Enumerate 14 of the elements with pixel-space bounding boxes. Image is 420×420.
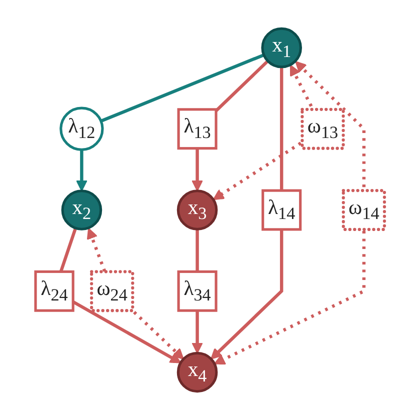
edge-label: ω$_{24}$ [96,278,128,304]
edge-label: λ$_{24}$ [40,278,68,304]
arrow [76,53,264,192]
edge-label: ω$_{13}$ [307,116,338,142]
edge-label: λ$_{12}$ [68,116,96,142]
edge-label: λ$_{14}$ [268,196,296,224]
arrow [86,228,184,360]
node-circle: x$_{3}$ [176,190,218,230]
edge-label: λ$_{34}$ [184,278,211,304]
edge-label: λ$_{13}$ [184,116,211,142]
node-circle: x$_{4}$ [176,352,218,393]
node-circle: x$_{1}$ [261,27,302,68]
edge-label: ω$_{14}$ [348,196,380,224]
node-circle: x$_{2}$ [61,190,102,230]
